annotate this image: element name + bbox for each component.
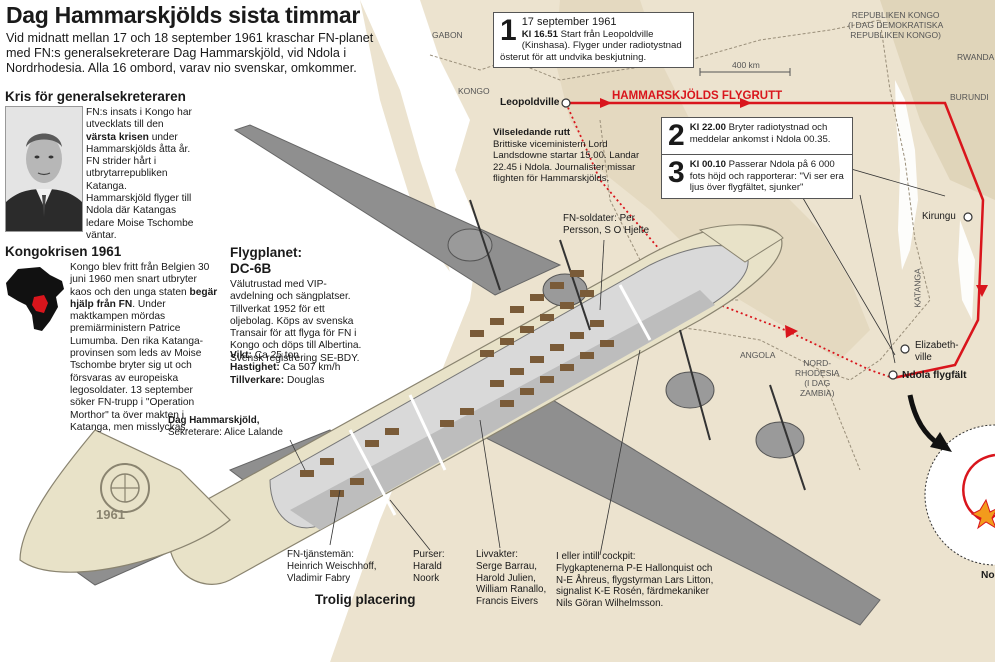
label-rwanda: RWANDA — [957, 52, 995, 62]
plane-heading-2: DC-6B — [230, 261, 272, 276]
map-sea — [300, 0, 480, 662]
crash-detail-circle — [924, 424, 995, 566]
terrain-shade-2 — [880, 0, 995, 200]
route-arrow-3 — [976, 285, 988, 297]
ndola-dot — [888, 370, 898, 380]
city-elisabethville: Elizabeth- ville — [915, 340, 959, 363]
label-dag-secretary: Sekreterare: Alice Lalande — [168, 427, 283, 438]
label-katanga: KATANGA — [912, 268, 923, 308]
misleading-route — [565, 102, 894, 379]
city-kirungu: Kirungu — [922, 211, 956, 222]
misleading-text: Brittiske viceministern Lord Landsdowne … — [493, 138, 640, 185]
misleading-arrow — [785, 325, 798, 338]
event-2-box: 2 Kl 22.00 Bryter radiotystnad och medde… — [661, 117, 853, 155]
plane-heading-1: Flygplanet: — [230, 245, 303, 260]
engine-3 — [665, 329, 715, 441]
kongo-text-top: Kongo blev fritt från Belgien 30 juni 19… — [70, 262, 218, 433]
event-3-text: Kl 00.10 Passerar Ndola på 6 000 fots hö… — [689, 159, 844, 194]
route-line — [566, 101, 985, 380]
un-year-label: 1961 — [96, 507, 125, 522]
kongo-heading: Kongokrisen 1961 — [5, 244, 122, 259]
event-1-number: 1 — [500, 14, 517, 47]
plane-text: Välutrustad med VIP-avdelning och sängpl… — [230, 279, 362, 364]
border-1 — [429, 19, 881, 81]
africa-map-icon — [4, 265, 68, 335]
kirungu-dot — [963, 212, 973, 222]
label-officials: FN-tjänstemän: Heinrich Weischhoff, Vlad… — [287, 549, 377, 584]
route-arrow-2 — [740, 98, 752, 108]
event-2-text: Kl 22.00 Bryter radiotystnad och meddela… — [689, 122, 831, 145]
label-cockpit: I eller intill cockpit: Flygkaptenerna P… — [556, 551, 714, 610]
cabin-floor — [290, 290, 715, 530]
event-3-number: 3 — [668, 156, 685, 189]
hammarskjold-photo — [5, 106, 83, 232]
event-1-text: Kl 16.51 Start från Leopoldville (Kinsha… — [500, 28, 682, 63]
city-ndola-cut: No — [981, 570, 995, 581]
page-title: Dag Hammarskjölds sista timmar — [6, 2, 361, 28]
label-dag: Dag Hammarskjöld, — [168, 415, 260, 426]
elisabethville-dot — [900, 344, 910, 354]
label-drc: REPUBLIKEN KONGO (I DAG DEMOKRATISKA REP… — [848, 10, 944, 40]
label-angola: ANGOLA — [740, 350, 776, 360]
spec-speed: Hastighet: Ca 507 km/h — [230, 362, 341, 374]
spec-weight: Vikt: Ca 25 ton — [230, 350, 299, 361]
lede: Vid midnatt mellan 17 och 18 september 1… — [6, 31, 374, 75]
city-leopoldville: Leopoldville — [500, 97, 560, 108]
engine-4 — [755, 384, 806, 491]
leopoldville-dot — [561, 98, 571, 108]
seats — [300, 270, 614, 497]
route-label: HAMMARSKJÖLDS FLYGRUTT — [612, 90, 783, 102]
plane-specs: Vikt: Ca 25 ton Hastighet: Ca 507 km/h T… — [230, 350, 370, 387]
misleading-heading: Vilseledande rutt — [493, 127, 571, 138]
event-1-box: 1 17 september 1961 Kl 16.51 Start från … — [493, 12, 694, 69]
label-soldiers: FN-soldater: Per Persson, S O Hjelte — [563, 213, 650, 236]
city-ndola: Ndola flygfält — [902, 370, 967, 381]
spec-maker: Tillverkare: Douglas — [230, 374, 325, 386]
event-1-date: 17 september 1961 — [521, 16, 617, 28]
label-burundi: BURUNDI — [950, 92, 989, 102]
label-rhodesia: NORD- RHODESIA (I DAG ZAMBIA) — [795, 358, 840, 398]
border-2 — [819, 19, 931, 381]
event-2-number: 2 — [668, 119, 685, 152]
label-purser: Purser: Harald Noork — [413, 549, 445, 584]
event-3-box: 3 Kl 00.10 Passerar Ndola på 6 000 fots … — [661, 154, 853, 199]
engine-1 — [447, 199, 501, 291]
lake-2 — [958, 220, 975, 320]
dc6b-plane — [19, 124, 881, 626]
scale-label: 400 km — [732, 60, 760, 70]
label-kongo: KONGO — [458, 86, 490, 96]
label-guards: Livvakter: Serge Barrau, Harold Julien, … — [476, 549, 547, 608]
un-emblem — [100, 463, 150, 513]
cockpit-nose — [698, 224, 784, 263]
misleading-route-box: Vilseledande rutt Brittiske viceminister… — [493, 127, 643, 185]
kris-heading: Kris för generalsekreteraren — [5, 89, 186, 104]
crash-burst — [970, 498, 995, 530]
label-gabon: GABON — [432, 30, 463, 40]
kris-text: FN:s insats i Kongo har utvecklats till … — [86, 107, 194, 241]
placement-label: Trolig placering — [315, 592, 416, 607]
route-arrow-1 — [600, 98, 612, 108]
